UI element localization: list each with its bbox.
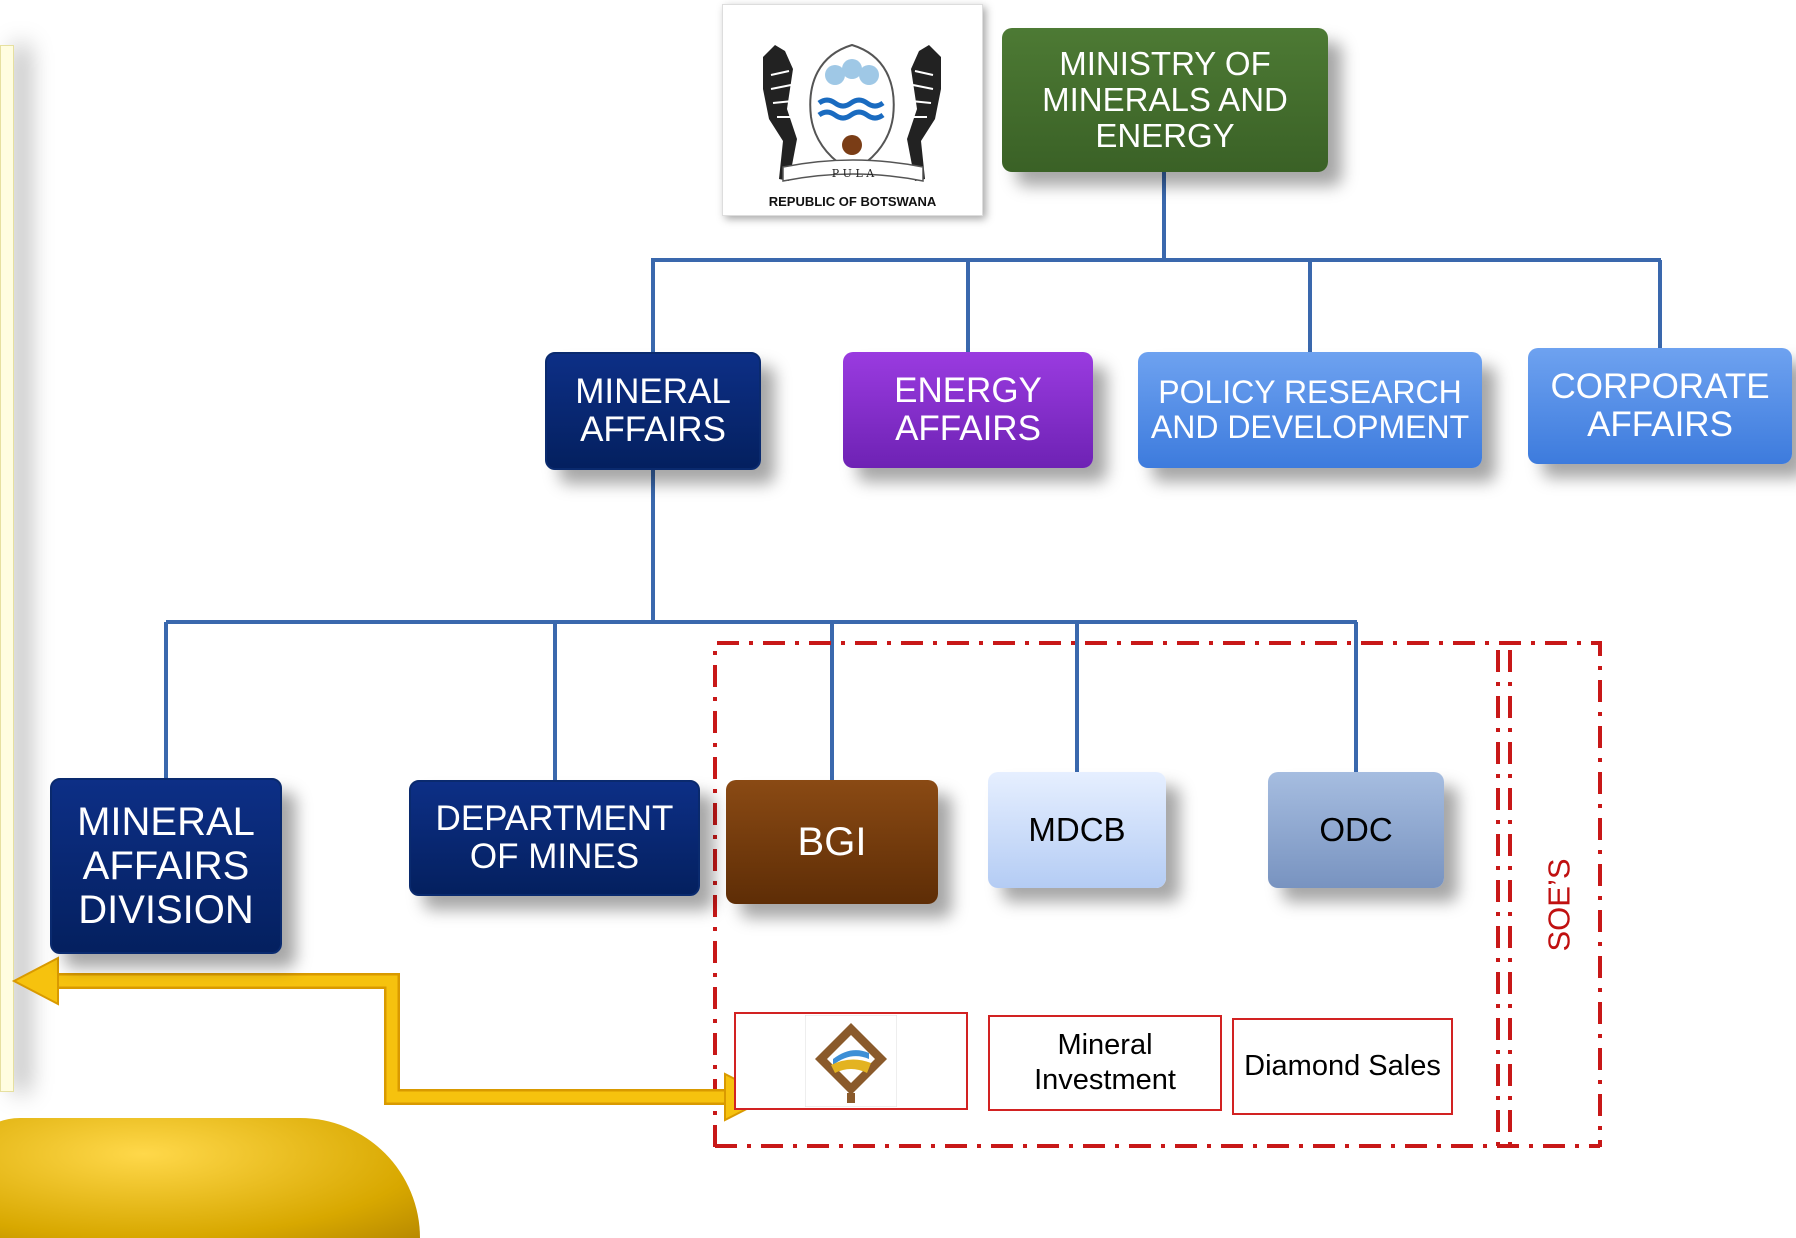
unit-department-of-mines: DEPARTMENT OF MINES	[409, 780, 700, 896]
department-corporate-affairs: CORPORATE AFFAIRS	[1528, 348, 1792, 464]
yellow-arrow	[11, 956, 773, 1122]
department-mineral-affairs: MINERAL AFFAIRS	[545, 352, 761, 470]
soe-label-text: SOE’S	[1542, 858, 1577, 952]
unit-bgi: BGI	[726, 780, 938, 904]
department-energy-affairs: ENERGY AFFAIRS	[843, 352, 1093, 468]
unit-mineral-affairs-division: MINERAL AFFAIRS DIVISION	[50, 778, 282, 954]
soe-item-diamond-sales: Diamond Sales	[1232, 1018, 1453, 1115]
bgi-logo-icon	[805, 1015, 897, 1107]
org-connectors	[164, 172, 1662, 780]
botswana-coat-of-arms: P U L A REPUBLIC OF BOTSWANA	[722, 4, 983, 216]
soe-dashed-border	[713, 641, 1602, 1148]
coat-of-arms-icon: P U L A	[763, 43, 941, 182]
connector-lines	[11, 172, 1662, 1148]
ministry-box: MINISTRY OF MINERALS AND ENERGY	[1002, 28, 1328, 172]
soe-item-mineral-investment: Mineral Investment	[988, 1015, 1222, 1111]
soe-label: SOE’S	[1540, 830, 1580, 980]
crest-caption: REPUBLIC OF BOTSWANA	[768, 194, 937, 209]
department-policy-research: POLICY RESEARCH AND DEVELOPMENT	[1138, 352, 1482, 468]
soe-item-bgi-logo	[734, 1012, 968, 1110]
unit-odc: ODC	[1268, 772, 1444, 888]
unit-mdcb: MDCB	[988, 772, 1166, 888]
svg-text:P U L A: P U L A	[832, 167, 875, 180]
side-panel	[0, 45, 14, 1092]
